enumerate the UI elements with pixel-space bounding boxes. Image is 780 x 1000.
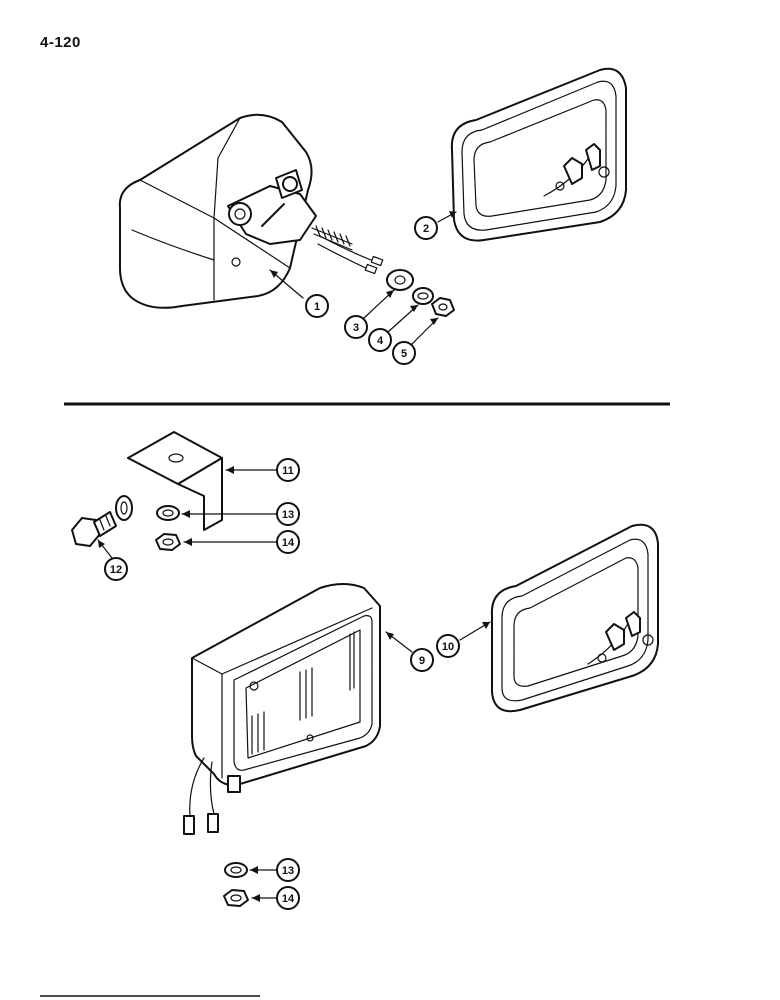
callout-11: 11	[225, 458, 300, 482]
flat-washer	[386, 269, 414, 291]
callout-3-label: 3	[353, 322, 359, 334]
callout-14-lower-label: 14	[282, 893, 295, 905]
callout-13-upper-label: 13	[282, 509, 294, 521]
hex-nut-lower	[223, 889, 249, 907]
lock-washer	[412, 287, 434, 305]
lamp-insert-bottom	[490, 523, 659, 713]
lamp-insert-top	[450, 67, 627, 242]
callout-1-label: 1	[314, 301, 320, 313]
callout-13-lower: 13	[249, 858, 300, 882]
callout-11-label: 11	[282, 465, 294, 477]
callout-2-label: 2	[423, 223, 429, 235]
hex-nut-upper	[155, 533, 181, 551]
hex-nut	[431, 297, 455, 317]
callout-12: 12	[97, 539, 128, 581]
callout-10-label: 10	[442, 641, 454, 653]
callout-14-upper-label: 14	[282, 537, 295, 549]
callout-9-label: 9	[419, 655, 425, 667]
callout-13-upper: 13	[181, 502, 300, 526]
bolt-washer	[115, 495, 133, 521]
callout-5-label: 5	[401, 348, 407, 360]
page-number: 4-120	[40, 34, 81, 51]
callout-5: 5	[392, 317, 439, 365]
callout-12-label: 12	[110, 564, 122, 576]
rectangular-work-lamp	[183, 583, 381, 835]
callout-13-lower-label: 13	[282, 865, 294, 877]
callout-9: 9	[385, 631, 434, 672]
callout-10: 10	[436, 621, 491, 658]
callout-3: 3	[344, 289, 395, 339]
mounting-bracket	[127, 431, 223, 531]
callout-4: 4	[368, 304, 419, 352]
lock-washer-upper	[156, 505, 180, 521]
callout-14-upper: 14	[183, 530, 300, 554]
callout-2: 2	[414, 211, 457, 240]
callout-14-lower: 14	[251, 886, 300, 910]
callout-1: 1	[269, 269, 329, 318]
lock-washer-lower	[224, 862, 248, 878]
callout-4-label: 4	[377, 335, 384, 347]
work-lamp-housing	[118, 113, 384, 309]
hex-bolt	[71, 511, 117, 547]
